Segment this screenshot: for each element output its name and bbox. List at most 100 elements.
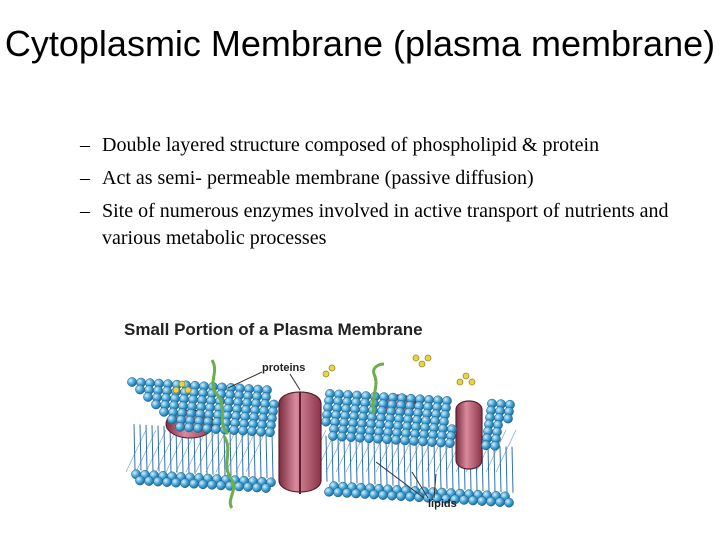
- lipid-tail: [225, 429, 247, 473]
- glycan-chains-layer: [172, 354, 476, 509]
- slide-title: Cytoplasmic Membrane (plasma membrane): [4, 23, 716, 64]
- lipid-tail: [235, 430, 238, 477]
- lipid-tail: [343, 436, 346, 483]
- lipid-head: [252, 482, 262, 493]
- lipid-tail: [145, 429, 167, 473]
- lipid-tail: [385, 439, 388, 486]
- lipid-head: [486, 496, 496, 507]
- lipid-head: [477, 496, 487, 506]
- lipid-head: [351, 488, 361, 499]
- bullet-item: – Site of numerous enzymes involved in a…: [80, 198, 680, 252]
- glycan-cluster: [172, 354, 476, 394]
- lipid-head: [382, 434, 392, 445]
- bullet-item: – Act as semi- permeable membrane (passi…: [80, 165, 680, 192]
- lipid-head: [180, 478, 190, 489]
- label-lipids: lipids: [428, 498, 457, 510]
- lipid-tail: [139, 424, 142, 471]
- lipid-tail: [505, 446, 508, 493]
- lipid-tail: [125, 429, 147, 473]
- lipid-head: [373, 433, 383, 444]
- lipid-head: [387, 490, 397, 501]
- protein-chain-lower: [222, 435, 236, 509]
- lipid-tail: [365, 429, 387, 473]
- protein-chain-right: [371, 362, 385, 415]
- lipid-head: [495, 497, 505, 507]
- lipid-head: [202, 423, 212, 434]
- bullet-marker: –: [80, 200, 90, 222]
- lipid-head: [342, 488, 352, 498]
- lipid-tail: [151, 425, 154, 472]
- lipid-tail: [195, 429, 217, 473]
- lipid-head: [229, 425, 239, 435]
- bullet-marker: –: [80, 167, 90, 189]
- lipid-tail: [135, 429, 157, 473]
- lipid-tail: [217, 429, 220, 476]
- lipid-tail: [185, 429, 207, 473]
- lipid-tail: [487, 445, 490, 492]
- lipid-head: [333, 487, 343, 498]
- lipid-head: [328, 431, 338, 441]
- lipid-head: [459, 495, 469, 505]
- lipid-head: [391, 434, 401, 445]
- label-proteins: proteins: [262, 362, 306, 374]
- lipid-head: [171, 477, 181, 488]
- lipid-head: [247, 426, 257, 437]
- lipid-tail: [205, 428, 208, 475]
- lipid-head: [321, 416, 331, 427]
- lipid-tail: [451, 443, 454, 490]
- lipid-tail: [265, 432, 268, 479]
- lipid-head: [360, 489, 370, 499]
- protein-chain-left: [210, 359, 230, 436]
- lipid-head: [409, 436, 419, 446]
- lipid-head: [151, 399, 161, 410]
- lipid-head: [153, 476, 163, 487]
- lipid-tail: [349, 437, 352, 484]
- lipid-tails-layer: [125, 424, 517, 493]
- protein-right: [455, 400, 483, 470]
- lipid-tail: [485, 429, 507, 473]
- lipid-tail: [397, 439, 400, 486]
- lipid-tail: [229, 429, 232, 476]
- lipid-tail: [205, 429, 227, 473]
- lipid-tail: [493, 445, 496, 492]
- lipid-head: [159, 407, 169, 417]
- lipid-head: [162, 477, 172, 487]
- lipid-head: [337, 431, 347, 442]
- lipid-head: [418, 436, 428, 447]
- lipid-head: [346, 432, 356, 442]
- lipid-head: [261, 483, 271, 493]
- lipid-head: [238, 425, 248, 436]
- lipid-tail: [355, 437, 358, 484]
- lipid-head: [364, 433, 374, 444]
- lipid-tail: [373, 438, 376, 485]
- lipid-tail: [499, 446, 502, 493]
- lipid-bottom-layer: [131, 469, 514, 508]
- lipid-tail: [427, 441, 430, 488]
- plasma-membrane-figure: Small Portion of a Plasma Membrane: [116, 312, 526, 530]
- lipid-head: [135, 475, 145, 486]
- lipid-tail: [325, 435, 328, 482]
- lipid-tail: [421, 441, 424, 488]
- lipid-head: [265, 427, 275, 438]
- lipid-head: [243, 482, 253, 492]
- lipid-head: [481, 440, 491, 451]
- lipid-tail: [271, 432, 274, 479]
- bullet-text: Double layered structure composed of pho…: [102, 134, 600, 156]
- label-pointers: [227, 371, 437, 499]
- lipid-tail: [215, 429, 237, 473]
- lipid-head: [490, 440, 500, 451]
- lipid-tail: [157, 425, 160, 472]
- lipid-head: [189, 478, 199, 489]
- lipid-tail: [409, 440, 412, 487]
- lipid-head: [135, 384, 145, 395]
- lipid-tail: [211, 428, 214, 475]
- lipid-head: [405, 491, 415, 502]
- membrane-illustration: [125, 354, 517, 509]
- lipid-head: [436, 437, 446, 448]
- lipid-head: [427, 437, 437, 447]
- lipid-head: [216, 480, 226, 491]
- lipid-tail: [495, 429, 517, 473]
- lipid-tail: [247, 430, 250, 477]
- lipid-head: [127, 377, 137, 387]
